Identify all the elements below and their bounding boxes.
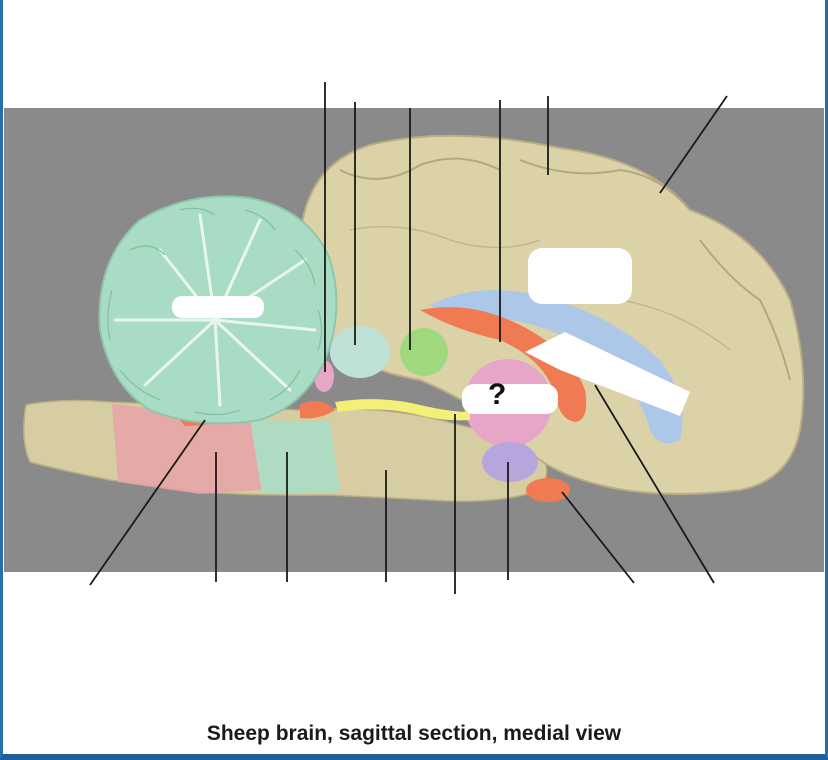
label-mask-fornix xyxy=(525,332,690,416)
leader-line xyxy=(89,419,206,586)
medulla-pink xyxy=(112,404,262,494)
gyrus-line xyxy=(349,225,541,249)
gyrus-line xyxy=(339,157,501,180)
question-mark-label: ? xyxy=(488,378,507,411)
gyrus-line xyxy=(619,299,731,351)
label-mask-thalamus xyxy=(462,384,558,414)
label-mask-cerebellum xyxy=(172,296,264,318)
hypothalamus xyxy=(482,442,538,482)
fourth-ventricle xyxy=(300,401,335,419)
mammillary-body xyxy=(526,478,570,502)
label-mask-cerebrum xyxy=(528,248,632,304)
pons-teal xyxy=(250,420,340,494)
gyrus-line xyxy=(699,239,791,381)
cerebral-aqueduct xyxy=(335,399,470,421)
leader-lines xyxy=(89,82,728,594)
leader-line xyxy=(594,384,715,584)
leader-line xyxy=(561,491,635,584)
leader-line xyxy=(659,95,728,194)
superior-colliculus xyxy=(330,326,390,378)
cerebellum-folia xyxy=(107,207,323,416)
figure-caption: Sheep brain, sagittal section, medial vi… xyxy=(206,722,622,745)
inferior-colliculus xyxy=(400,328,448,376)
